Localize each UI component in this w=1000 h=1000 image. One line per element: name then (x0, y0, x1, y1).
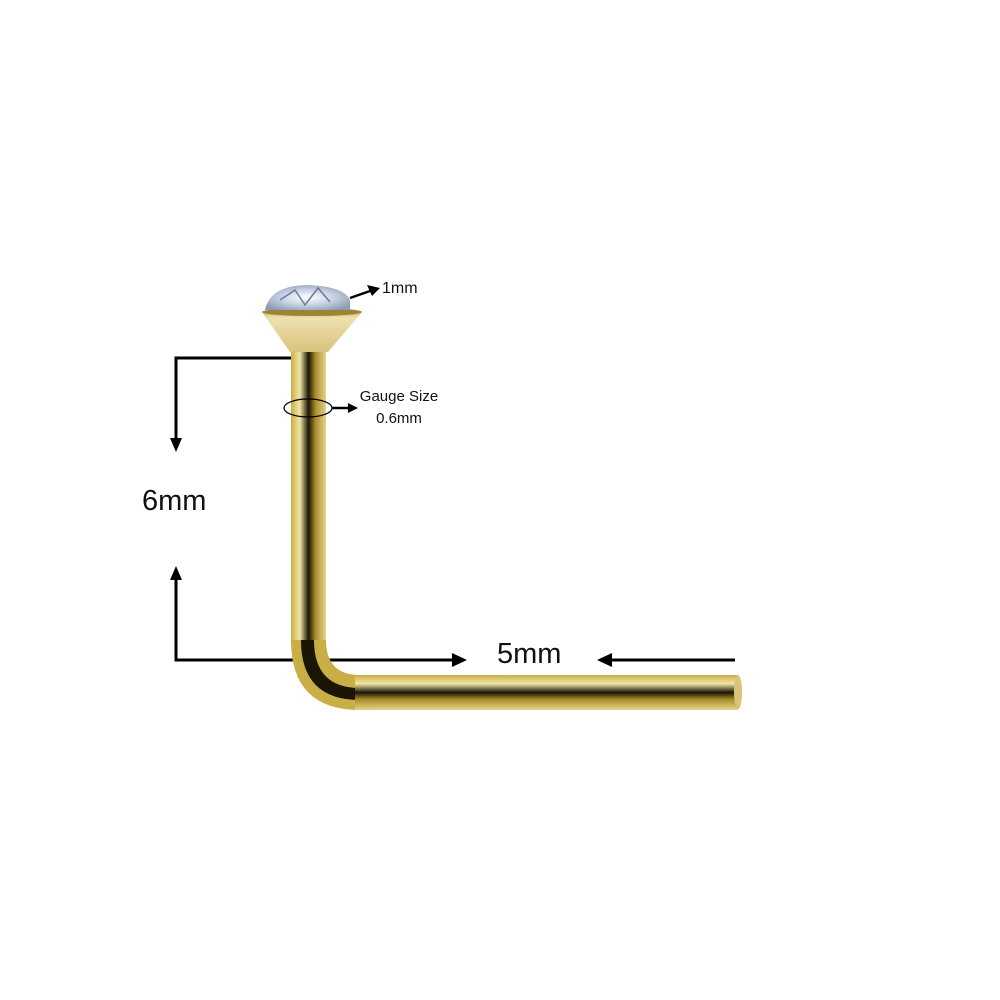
nose-stud-post (291, 345, 742, 710)
stud-head (262, 285, 362, 352)
gauge-size-value: 0.6mm (376, 410, 422, 427)
arrowheads (170, 438, 612, 667)
gauge-indicator (283, 398, 358, 418)
stone-size-arrow (349, 285, 380, 300)
gauge-size-title: Gauge Size (359, 388, 439, 405)
bend-length-label: 5mm (497, 638, 562, 670)
post-length-label: 6mm (142, 485, 207, 517)
stone-size-label: 1mm (382, 280, 418, 297)
crystal-gem (265, 285, 350, 310)
dimension-6mm (174, 356, 735, 662)
